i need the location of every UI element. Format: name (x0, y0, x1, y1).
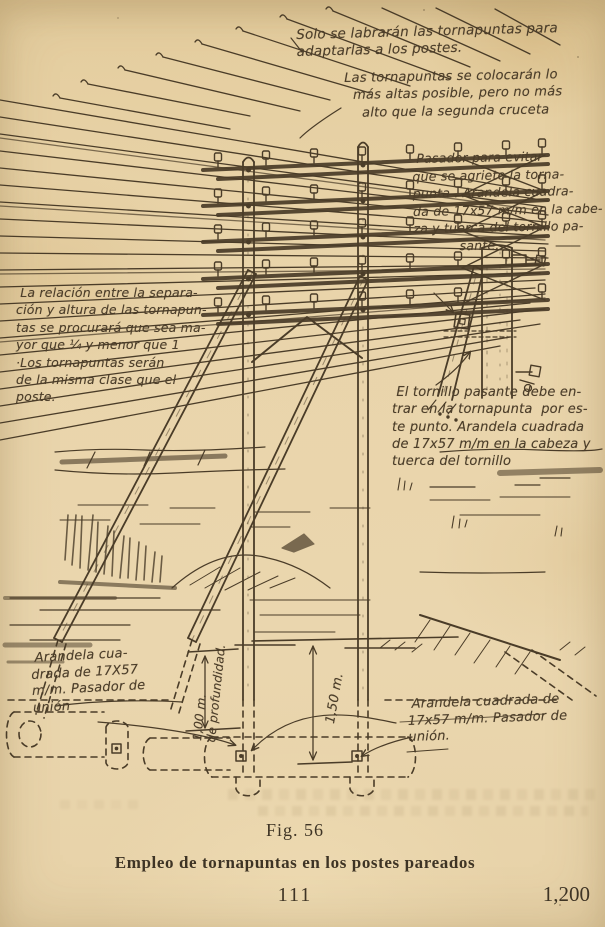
annotation-arandela-derecha: Arandela cuadrada de 17x57 m/m. Pasador … (407, 691, 568, 745)
show-through-text (60, 800, 140, 809)
annotation-tornillo-pasante: El tornillo pasante debe en- trar en la … (392, 385, 591, 470)
union-washers (111, 743, 363, 762)
wire-stubs (52, 6, 561, 130)
crossarms (201, 153, 550, 326)
annotation-relacion-separacion: La relación entre la separa- ción y altu… (16, 285, 207, 405)
landscape (2, 446, 603, 675)
show-through-text (228, 789, 596, 800)
annotation-arandela-izquierda: Arandela cua- drada de 17X57 m/m. Pasado… (30, 645, 146, 716)
page-number: 111 (277, 884, 313, 906)
show-through-text (258, 806, 588, 816)
figure-caption: Empleo de tornapuntas en los postes pare… (114, 853, 476, 872)
dimension-depth (185, 648, 241, 732)
leader-lines (55, 37, 581, 756)
pole-left (242, 156, 255, 701)
edition-number: 1,200 (542, 882, 590, 906)
strut-right (187, 275, 369, 643)
annotation-pasador: Pasador para evitar que se agriete la to… (412, 148, 603, 254)
crossarm-braces (251, 154, 546, 363)
annotation-altura-tornapuntas: Las tornapuntas se colocarán lo más alta… (344, 67, 563, 121)
dimension-spacing (251, 636, 459, 765)
paper-specks (117, 9, 579, 906)
underground-dashed (5, 639, 597, 797)
detail-inset (427, 244, 547, 422)
figure-label: Fig. 56 (265, 820, 324, 840)
pole-right (357, 141, 369, 701)
annotation-solo-se-labraran: Solo se labrarán las tornapuntas para ad… (296, 20, 559, 60)
